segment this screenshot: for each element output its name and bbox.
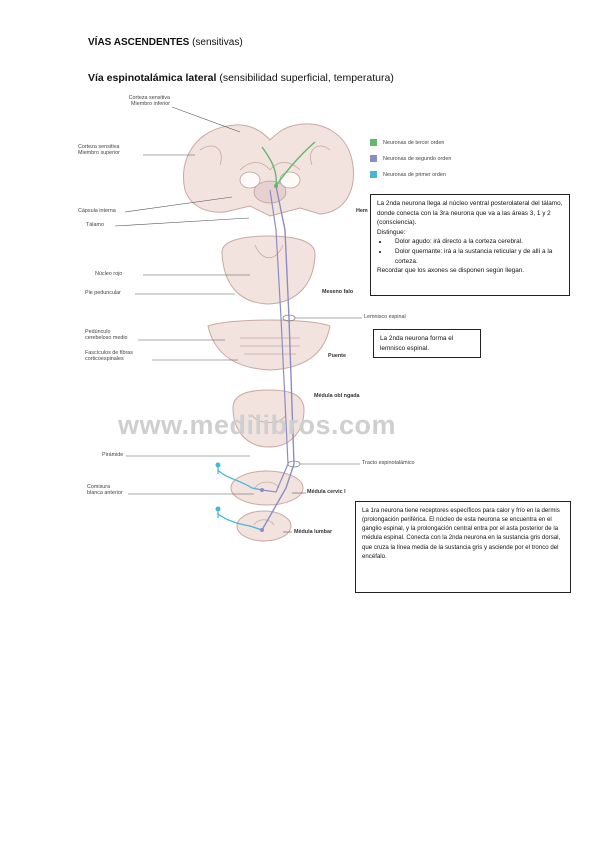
- section-subheading: Vía espinotalámica lateral (sensibilidad…: [88, 72, 394, 84]
- note1-bullet: Dolor quemante: irá a la sustancia retic…: [389, 247, 563, 266]
- pons-section: [207, 319, 331, 371]
- legend-swatch: [370, 139, 377, 146]
- label-nucleo-rojo: Núcleo rojo: [95, 271, 123, 277]
- first-order-pathway-lumbar: [217, 513, 263, 531]
- first-order-pathway-cervical: [217, 469, 263, 491]
- receptor-cervical: [215, 462, 221, 468]
- note2-text: La 2nda neurona forma el lemnisco espina…: [380, 335, 454, 352]
- subheading-bold: Vía espinotalámica lateral: [88, 72, 217, 84]
- label-corteza-miembro-inferior: Corteza sensitiva Miembro inferior: [128, 95, 170, 108]
- note1-text: Recordar que los axones se disponen segú…: [377, 267, 525, 275]
- legend-label: Neuronas de segundo orden: [383, 155, 452, 162]
- legend-label: Neuronas de primer orden: [383, 171, 446, 178]
- label-lemnisco-espinal: Lemnisco espinal: [364, 314, 406, 320]
- note1-text: La 2nda neurona llega al núcleo ventral …: [377, 200, 563, 227]
- note3-text: La 1ra neurona tiene receptores específi…: [362, 507, 561, 560]
- label-puente: Puente: [328, 353, 346, 359]
- legend-label: Neuronas de tercer orden: [383, 139, 445, 146]
- heading-bold: VÍAS ASCENDENTES: [88, 37, 190, 48]
- note1-bullet: Dolor agudo: irá directo a la corteza ce…: [389, 237, 563, 247]
- label-hemisferio: Hem: [356, 208, 368, 214]
- label-medula-cervical: Médula cervic l: [307, 489, 346, 495]
- brain-coronal-section: [183, 123, 354, 217]
- note1-subtitle: Distingue:: [377, 228, 406, 236]
- label-pie-peduncular: Pie peduncular: [85, 290, 121, 296]
- label-talamo: Tálamo: [86, 222, 104, 228]
- cervical-cord-section: [230, 470, 304, 506]
- subheading-rest: (sensibilidad superficial, temperatura): [216, 72, 394, 84]
- label-medula-lumbar: Médula lumbar: [294, 529, 333, 535]
- second-order-pathway: [261, 185, 295, 531]
- receptor-lumbar: [215, 506, 221, 512]
- legend-item-segundo-orden: Neuronas de segundo orden: [370, 155, 451, 162]
- page-heading: VÍAS ASCENDENTES (sensitivas): [88, 37, 243, 48]
- legend: Neuronas de tercer orden Neuronas de seg…: [370, 139, 451, 178]
- second-order-pathway-2: [261, 189, 289, 493]
- legend-item-primer-orden: Neuronas de primer orden: [370, 171, 451, 178]
- note1-list: Dolor agudo: irá directo a la corteza ce…: [377, 237, 563, 266]
- note-thalamus: La 2nda neurona llega al núcleo ventral …: [370, 194, 570, 296]
- legend-item-tercer-orden: Neuronas de tercer orden: [370, 139, 451, 146]
- legend-swatch: [370, 155, 377, 162]
- legend-swatch: [370, 171, 377, 178]
- heading-rest: (sensitivas): [189, 37, 243, 48]
- label-mesencefalo: Meseno falo: [322, 289, 354, 295]
- label-capsula-interna: Cápsula interna: [78, 208, 116, 214]
- label-corteza-miembro-superior: Corteza sensitiva Miembro superior: [78, 144, 120, 157]
- label-comisura-blanca: Comisura blanca anterior: [87, 484, 123, 497]
- label-fasciculos-corticoespinales: Fascículos de fibras corticoespinales: [85, 350, 133, 363]
- label-medula-oblongada: Médula obl ngada: [314, 393, 360, 399]
- third-order-pathway: [261, 141, 316, 187]
- label-piramide: Pirámide: [102, 452, 124, 458]
- label-pedunculo-cerebeloso: Pedúnculo cerebeloso medio: [85, 329, 128, 342]
- midbrain-section: [221, 235, 316, 305]
- label-tracto-espinotalamico: Tracto espinotalámico: [362, 460, 415, 466]
- watermark: www.medilibros.com: [118, 410, 397, 440]
- note-first-neuron: La 1ra neurona tiene receptores específi…: [355, 501, 571, 593]
- note-lemnisco: La 2nda neurona forma el lemnisco espina…: [373, 329, 481, 358]
